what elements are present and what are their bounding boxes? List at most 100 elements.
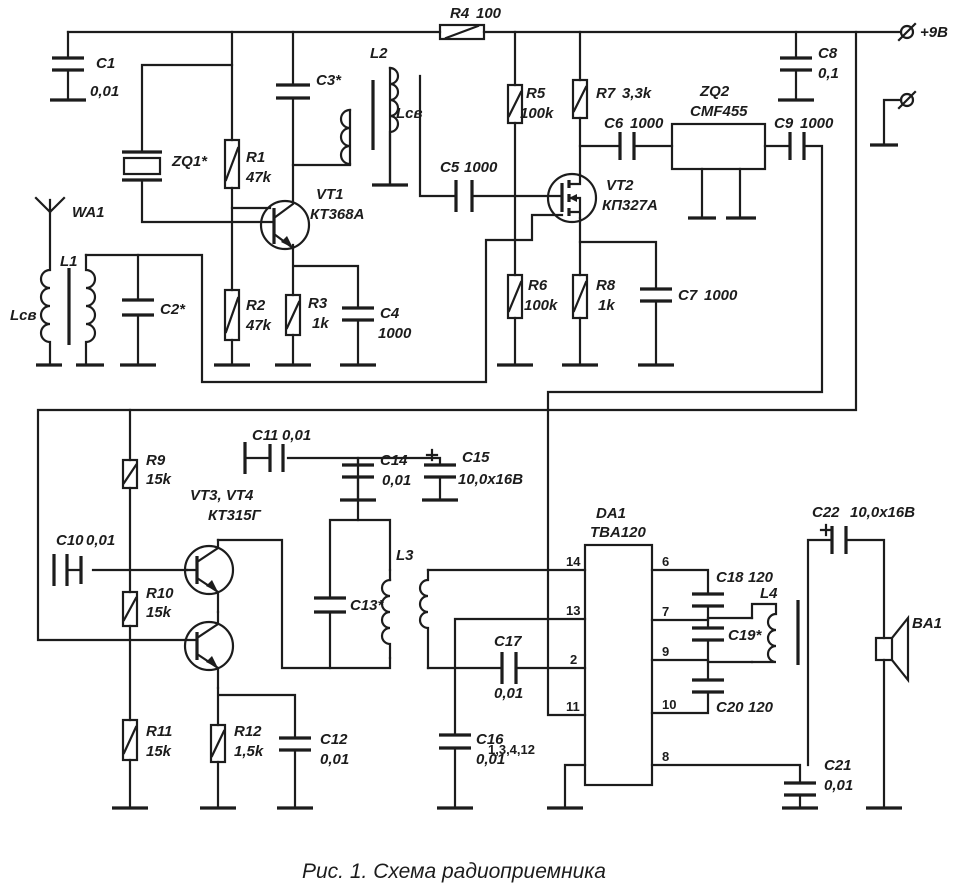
pin-11: 11 [566, 699, 580, 714]
resistor-r10 [121, 590, 139, 628]
label-supply: +9В [920, 24, 948, 41]
resistors [121, 23, 589, 764]
resistor-r5 [506, 83, 524, 125]
label-c22-value: 10,0x16B [850, 504, 915, 521]
label-c21-value: 0,01 [824, 777, 853, 794]
label-r5-ref: R5 [526, 85, 546, 102]
label-c19-ref: C19* [728, 627, 763, 644]
label-l2-ref: L2 [370, 45, 388, 62]
label-c14-ref: C14 [380, 452, 408, 469]
label-r11-ref: R11 [146, 723, 172, 740]
pin-13: 13 [566, 603, 580, 618]
capacitors [52, 56, 848, 797]
capacitor-c1 [52, 56, 84, 102]
label-l1-ref: L1 [60, 253, 78, 270]
label-c21-ref: C21 [824, 757, 852, 774]
capacitor-c2 [122, 298, 154, 317]
label-r9-value: 15k [146, 471, 172, 488]
label-vt1-value: КТ368А [310, 206, 364, 223]
label-r4-value: 100 [476, 5, 502, 22]
label-r11-value: 15k [146, 743, 172, 760]
inductors [39, 66, 800, 670]
label-c15-value: 10,0x16B [458, 471, 523, 488]
label-c9-value: 1000 [800, 115, 834, 132]
inductor-l3 [380, 568, 430, 670]
label-c5-ref: C5 [440, 159, 460, 176]
label-r4-ref: R4 [450, 5, 470, 22]
label-r12-ref: R12 [234, 723, 262, 740]
label-r12-value: 1,5k [234, 743, 264, 760]
label-r1-value: 47k [245, 169, 272, 186]
labels: R4 100 +9В C1 0,01 C3* L2 Lсв ZQ1* R1 47… [10, 5, 948, 883]
label-zq2-value: CMF455 [690, 103, 748, 120]
resistor-r7 [571, 78, 589, 120]
label-c12-value: 0,01 [320, 751, 349, 768]
label-vt34-ref: VT3, VT4 [190, 487, 254, 504]
label-c9-ref: C9 [774, 115, 794, 132]
pin-7: 7 [662, 604, 669, 619]
pin-9: 9 [662, 644, 669, 659]
label-c8-ref: C8 [818, 45, 838, 62]
pin-10: 10 [662, 697, 676, 712]
label-c2-ref: C2* [160, 301, 186, 318]
label-c10-value: 0,01 [86, 532, 115, 549]
label-r8-ref: R8 [596, 277, 616, 294]
label-c14-value: 0,01 [382, 472, 411, 489]
label-c1-value: 0,01 [90, 83, 119, 100]
ic-da1-body [583, 543, 654, 787]
capacitor-c3 [276, 83, 310, 100]
label-r8-value: 1k [598, 297, 615, 314]
transistor-vt3 [183, 538, 235, 614]
label-da1-ref: DA1 [596, 505, 626, 522]
label-c20-ref: C20 [716, 699, 744, 716]
transistor-vt2 [546, 172, 598, 224]
label-c5-value: 1000 [464, 159, 498, 176]
inductor-l2 [339, 66, 400, 187]
label-vt2-ref: VT2 [606, 177, 634, 194]
label-c12-ref: C12 [320, 731, 348, 748]
label-c4-value: 1000 [378, 325, 412, 342]
capacitor-c12 [279, 736, 311, 752]
label-r2-value: 47k [245, 317, 272, 334]
label-c11-ref: C11 [252, 427, 278, 444]
label-c20-value: 120 [748, 699, 774, 716]
capacitor-c9 [788, 132, 806, 160]
pin-gnd: 1,3,4,12 [488, 742, 535, 757]
inductor-l4 [750, 600, 800, 665]
label-c7-value: 1000 [704, 287, 738, 304]
capacitor-c4 [342, 306, 374, 322]
label-l2-value: Lсв [396, 105, 423, 122]
label-vt1-ref: VT1 [316, 186, 344, 203]
capacitor-c16 [439, 733, 471, 750]
ceramic-filter-zq2 [670, 122, 767, 220]
label-zq1-ref: ZQ1* [171, 153, 208, 170]
pin-2: 2 [570, 652, 577, 667]
label-r6-value: 100k [524, 297, 558, 314]
wires [36, 30, 902, 810]
label-da1-value: TBA120 [590, 524, 647, 541]
capacitor-c6 [618, 132, 636, 160]
capacitor-c14 [342, 463, 374, 479]
transistor-vt4 [183, 610, 235, 690]
figure-caption: Рис. 1. Схема радиоприемника [302, 860, 606, 883]
resistor-r8 [571, 273, 589, 320]
label-c16-value: 0,01 [476, 751, 505, 768]
pin-6: 6 [662, 554, 669, 569]
capacitor-c7 [640, 287, 672, 303]
capacitor-c5 [454, 180, 474, 212]
label-c3-ref: C3* [316, 72, 342, 89]
resistor-r3 [284, 293, 302, 337]
capacitor-c8 [780, 56, 812, 72]
antenna-wa1 [34, 196, 66, 214]
label-r1-ref: R1 [246, 149, 265, 166]
capacitor-c18 [692, 592, 724, 608]
label-zq2-ref: ZQ2 [699, 83, 730, 100]
label-wa1-ref: WA1 [72, 204, 105, 221]
capacitor-c13 [314, 596, 346, 614]
resistor-r6 [506, 273, 524, 320]
capacitor-c21 [784, 781, 816, 797]
label-c6-value: 1000 [630, 115, 664, 132]
label-c10-ref: C10 [56, 532, 84, 549]
label-c17-ref: C17 [494, 633, 522, 650]
